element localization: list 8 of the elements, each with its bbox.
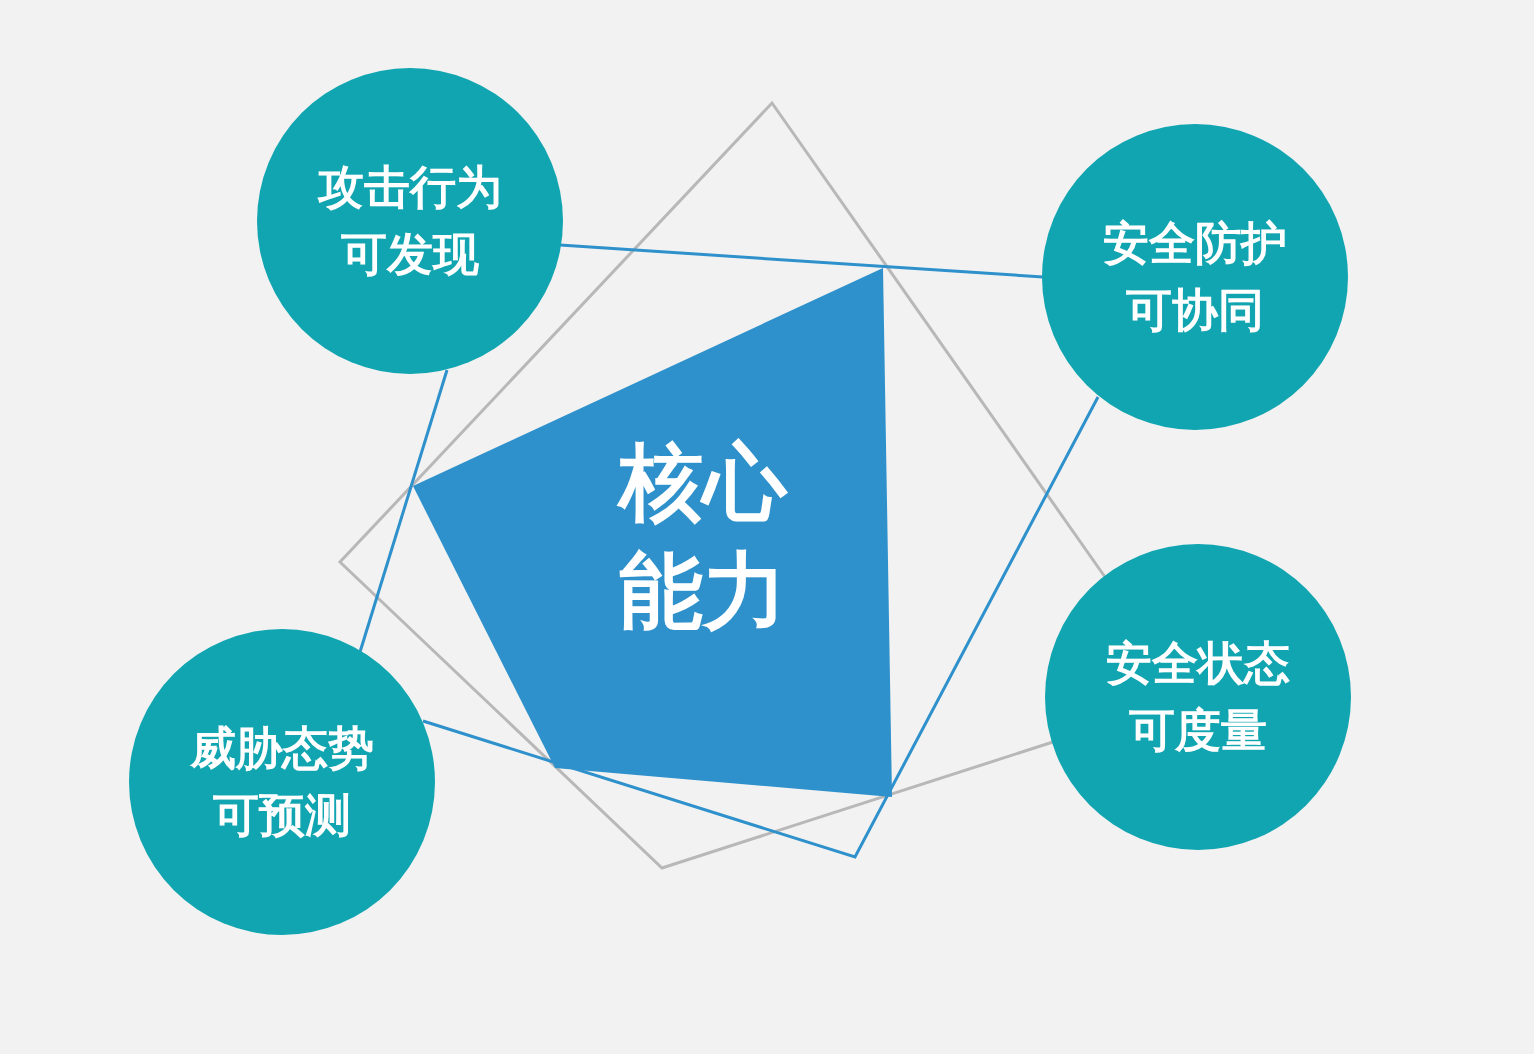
- connector-line: [358, 369, 449, 653]
- connector-line: [422, 396, 1100, 859]
- connector-line: [559, 243, 1044, 279]
- circle-label: 威胁态势可预测: [189, 720, 375, 844]
- circle-label: 攻击行为可发现: [316, 159, 503, 283]
- circle-label: 安全防护可协同: [1102, 215, 1288, 339]
- center-label: 核心能力: [613, 428, 793, 647]
- circle-label: 安全状态可度量: [1105, 635, 1291, 759]
